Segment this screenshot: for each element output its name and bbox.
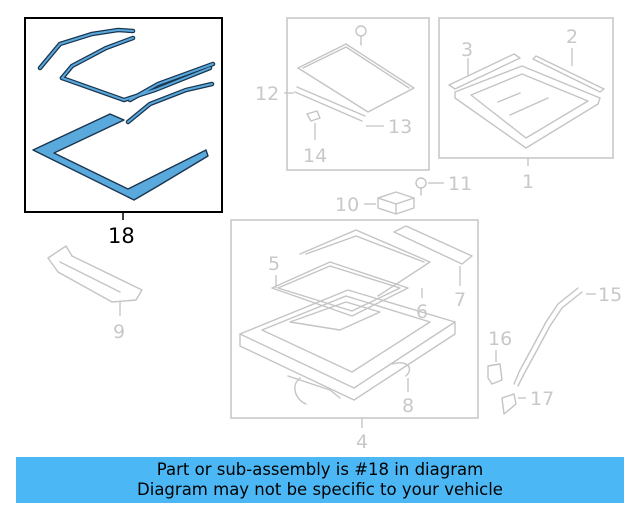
fitting-17 bbox=[501, 393, 517, 415]
banner-line-2: Diagram may not be specific to your vehi… bbox=[137, 480, 503, 499]
highlighted-part-18: 18 bbox=[24, 17, 223, 248]
info-banner-background bbox=[16, 457, 624, 503]
callout-16: 16 bbox=[488, 328, 512, 350]
main-seal-panel bbox=[32, 113, 209, 201]
rail-6 bbox=[299, 229, 431, 297]
callout-15: 15 bbox=[598, 284, 622, 306]
clip-part bbox=[306, 110, 321, 122]
callout-13: 13 bbox=[388, 116, 412, 138]
callout-10: 10 bbox=[335, 194, 359, 216]
callout-4: 4 bbox=[356, 431, 368, 453]
callout-11: 11 bbox=[448, 173, 472, 195]
callout-3: 3 bbox=[461, 39, 473, 61]
group-frame-1 bbox=[438, 17, 614, 159]
callout-17: 17 bbox=[530, 388, 554, 410]
seal-ring-5 bbox=[271, 261, 409, 317]
callout-18: 18 bbox=[108, 224, 135, 248]
parts-15-16-17: 15 16 17 bbox=[487, 284, 622, 415]
drain-tube-15 bbox=[513, 287, 579, 385]
connector-part bbox=[377, 191, 415, 215]
seal-strips-inner bbox=[39, 28, 214, 123]
bracket-9 bbox=[47, 245, 143, 303]
bracket-part-9: 9 bbox=[47, 245, 143, 343]
callout-5: 5 bbox=[268, 253, 280, 275]
callout-1: 1 bbox=[522, 171, 534, 193]
info-banner: Part or sub-assembly is #18 in diagram D… bbox=[16, 457, 624, 503]
glass-group: 3 2 1 bbox=[438, 17, 614, 193]
banner-line-1: Part or sub-assembly is #18 in diagram bbox=[156, 460, 484, 479]
callout-14: 14 bbox=[303, 145, 327, 167]
callout-8: 8 bbox=[402, 395, 414, 417]
group-frame-4 bbox=[230, 219, 479, 419]
drain-hose bbox=[294, 362, 411, 405]
seal-strips bbox=[37, 27, 216, 125]
callout-9: 9 bbox=[113, 321, 125, 343]
callout-2: 2 bbox=[566, 26, 578, 48]
sunshade-group: 12 13 14 bbox=[255, 17, 430, 171]
group-frame-12 bbox=[286, 17, 430, 171]
small-parts-10-11: 10 11 bbox=[335, 173, 472, 216]
sunshade-panel bbox=[297, 43, 415, 113]
deflector-7 bbox=[393, 225, 473, 265]
screw-icon bbox=[355, 25, 367, 37]
frame-group: 5 6 7 8 4 bbox=[230, 219, 479, 453]
callout-6: 6 bbox=[416, 301, 428, 323]
sunshade-rail bbox=[294, 86, 366, 122]
drive-cable bbox=[287, 375, 341, 399]
clip-16 bbox=[487, 363, 503, 385]
glass-seal-2 bbox=[532, 55, 605, 93]
glass-seal-3 bbox=[448, 53, 521, 90]
callout-7: 7 bbox=[454, 289, 466, 311]
callout-12: 12 bbox=[255, 83, 279, 105]
bolt-icon bbox=[415, 177, 427, 189]
